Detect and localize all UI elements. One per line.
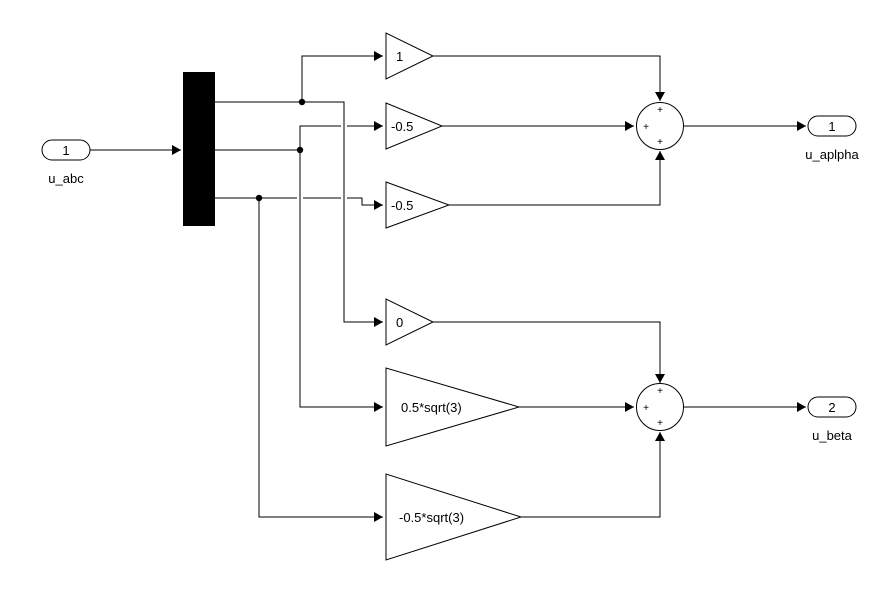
gain-triangle [385,298,435,346]
gain-triangle [385,102,444,150]
gain-value: -0.5 [391,198,413,213]
gain-block-1[interactable]: 1 [385,32,435,80]
sum-sign-top: + [657,386,663,397]
gain-block-3[interactable]: -0.5 [385,181,451,229]
wire-c-to-gain-negsqrt3 [258,198,383,522]
sum-block-2[interactable]: + + + [636,383,684,431]
branch-point [298,98,306,106]
outport-label: u_aplpha [805,147,859,162]
gain-block-5[interactable]: 0.5*sqrt(3) [385,367,521,447]
wire-a-to-gain-0 [302,101,383,327]
sum-sign-top: + [657,105,663,116]
outport-u-beta[interactable]: 2 u_beta [807,396,857,443]
wire-gain3-to-sum1 [449,151,665,206]
wire-gain6-to-sum2 [519,432,665,518]
wire-b-up-seg1 [299,125,341,150]
sum-sign-bottom: + [657,137,663,148]
outport-number: 1 [828,119,835,134]
gain-block-6[interactable]: -0.5*sqrt(3) [385,473,523,561]
wire-gain1-to-sum1 [433,55,665,101]
wire-gain4-to-sum2 [433,321,665,383]
sum-sign-bottom: + [657,418,663,429]
inport-shape [41,139,91,161]
sum-block-1[interactable]: + + + [636,102,684,150]
outport-shape [807,115,857,137]
sum-sign-left: + [643,122,649,133]
outport-number: 2 [828,400,835,415]
gain-value: -0.5*sqrt(3) [399,510,464,525]
inport-u-abc[interactable]: 1 u_abc [41,139,91,186]
branch-point [296,146,304,154]
gain-block-2[interactable]: -0.5 [385,102,444,150]
wire-a-to-gain-1 [301,51,383,102]
gain-value: 0 [396,315,403,330]
sum-circle [636,383,684,431]
sum-sign-left: + [643,403,649,414]
gain-value: -0.5 [391,119,413,134]
outport-u-aplpha[interactable]: 1 u_aplpha [805,115,860,162]
branch-point [255,194,263,202]
demux-block[interactable] [183,72,215,226]
signal-lines [90,51,806,522]
gain-triangle [385,181,451,229]
wire-b-to-gain-sqrt3 [299,150,383,412]
gain-value: 1 [396,49,403,64]
outport-shape [807,396,857,418]
gain-triangle [385,473,523,561]
outport-label: u_beta [812,428,853,443]
gain-value: 0.5*sqrt(3) [401,400,462,415]
gain-triangle [385,32,435,80]
gain-block-4[interactable]: 0 [385,298,435,346]
inport-number: 1 [62,143,69,158]
gain-triangle [385,367,521,447]
sum-circle [636,102,684,150]
inport-label: u_abc [48,171,84,186]
wire-c-to-gain-neg05b [347,197,383,210]
